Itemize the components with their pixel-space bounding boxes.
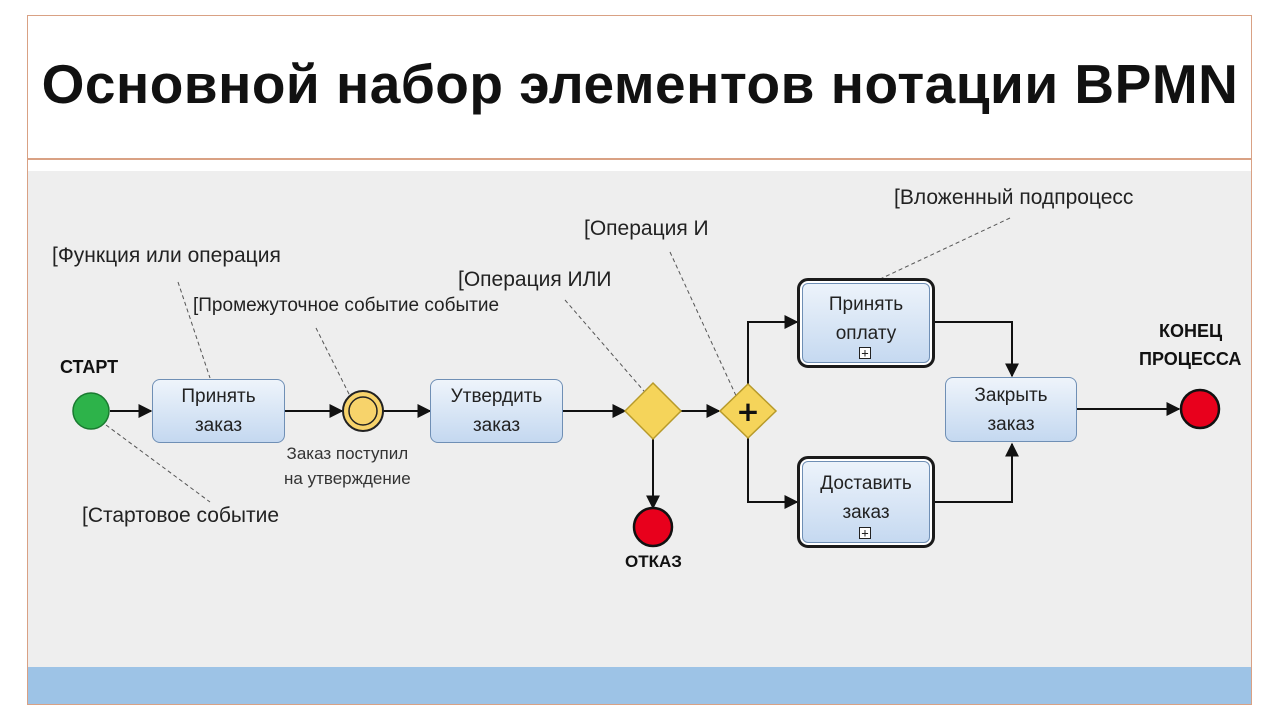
annotation-function: [Функция или операция — [52, 244, 281, 267]
end-label-line1: КОНЕЦ — [1159, 321, 1223, 341]
intermediate-label-line2: на утверждение — [284, 469, 411, 488]
and-gateway-symbol: + — [736, 395, 759, 428]
intermediate-event — [342, 390, 384, 432]
page-title: Основной набор элементов нотации BPMN — [41, 53, 1239, 115]
leader-intermediate — [315, 327, 351, 397]
leader-or — [564, 299, 651, 399]
annotation-subprocess: [Вложенный подпроцесс — [894, 186, 1134, 209]
task-approve-order-label: Утвердить заказ — [450, 386, 543, 436]
annotation-intermediate-event: [Промежуточное событие событие — [193, 295, 500, 316]
leader-subprocess — [877, 217, 1011, 281]
bottom-band — [28, 667, 1251, 704]
task-accept-order[interactable]: Принять заказ — [152, 379, 285, 443]
flow-payment-to-close — [935, 321, 1019, 378]
flow-and-to-payment — [747, 315, 799, 384]
title-area — [27, 15, 1252, 160]
process-end-event — [1179, 388, 1221, 430]
start-event — [72, 392, 110, 430]
subprocess-payment-marker-icon[interactable]: + — [859, 347, 871, 359]
task-accept-order-label: Принять заказ — [181, 386, 256, 436]
reject-label: ОТКАЗ — [625, 552, 682, 571]
start-label: СТАРТ — [60, 357, 119, 377]
flow-and-to-deliver — [747, 438, 799, 509]
intermediate-label: Заказ поступил на утверждение — [284, 441, 411, 491]
annotation-or-gateway: [Операция ИЛИ — [458, 268, 612, 291]
leader-start — [105, 424, 211, 503]
subprocess-deliver-order-label: Доставить заказ — [820, 473, 912, 523]
annotation-start-event: [Стартовое событие — [82, 504, 280, 527]
subprocess-accept-payment-label: Принять оплату — [828, 294, 904, 344]
reject-end-event — [632, 506, 674, 548]
leader-and — [669, 251, 739, 401]
annotation-and-gateway: [Операция И — [584, 217, 709, 240]
and-gateway — [718, 382, 778, 440]
intermediate-label-line1: Заказ поступил — [286, 444, 409, 463]
end-label-line2: ПРОЦЕССА — [1139, 349, 1242, 369]
task-approve-order[interactable]: Утвердить заказ — [430, 379, 563, 443]
flow-deliver-to-close — [935, 442, 1019, 503]
subprocess-deliver-marker-icon[interactable]: + — [859, 527, 871, 539]
or-gateway — [623, 381, 683, 441]
task-close-order-label: Закрыть заказ — [974, 384, 1048, 435]
leader-function — [177, 281, 211, 379]
task-close-order[interactable]: Закрыть заказ — [945, 377, 1077, 442]
